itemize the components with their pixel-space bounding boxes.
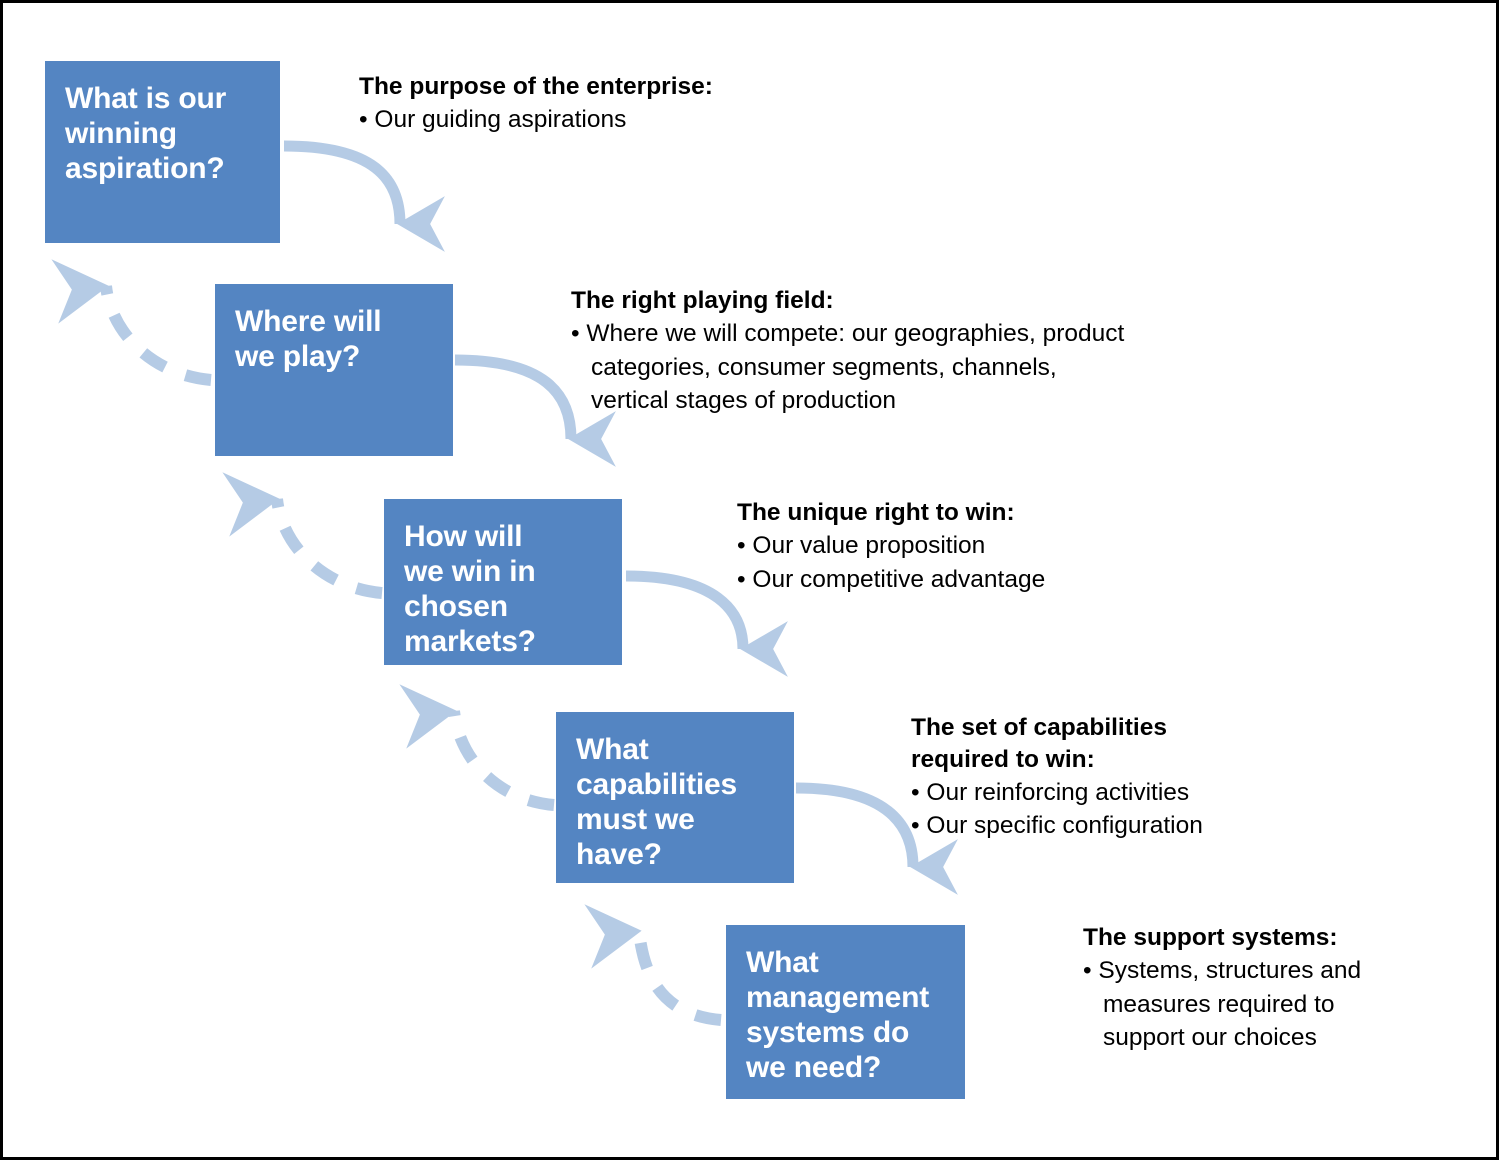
arrow-forward-play-to-win [454,354,616,467]
note-playing-field-bullet-1: Where we will compete: our geographies, … [571,317,1131,418]
note-capability-set-list: Our reinforcing activities Our specific … [911,776,1311,844]
box-where-to-play-label: Where will we play? [235,305,382,374]
arrow-feedback-win-to-play [222,472,383,599]
box-management-systems[interactable]: What management systems do we need? [726,925,965,1099]
note-purpose-list: Our guiding aspirations [359,103,879,137]
note-purpose-bullet-1: Our guiding aspirations [359,103,879,137]
arrow-feedback-play-to-aspiration [51,259,212,386]
note-capability-set-title: The set of capabilities required to win: [911,714,1167,773]
box-how-to-win[interactable]: How will we win in chosen markets? [384,499,622,665]
note-playing-field-title: The right playing field: [571,287,834,314]
note-support-systems: The support systems: Systems, structures… [1083,922,1423,1055]
note-purpose: The purpose of the enterprise: Our guidi… [359,71,879,137]
note-support-systems-list: Systems, structures and measures require… [1083,954,1423,1055]
note-right-to-win: The unique right to win: Our value propo… [737,497,1157,596]
box-management-systems-label: What management systems do we need? [746,946,930,1085]
box-capabilities-label: What capabilities must we have? [576,733,738,872]
note-support-systems-bullet-1: Systems, structures and measures require… [1083,954,1423,1055]
note-purpose-title: The purpose of the enterprise: [359,73,713,100]
arrow-forward-capabilities-to-systems [795,782,958,895]
note-capability-set-bullet-2: Our specific configuration [911,809,1311,843]
note-right-to-win-bullet-1: Our value proposition [737,529,1157,563]
box-winning-aspiration[interactable]: What is our winning aspiration? [45,61,280,243]
box-where-to-play[interactable]: Where will we play? [215,284,453,456]
note-playing-field-list: Where we will compete: our geographies, … [571,317,1131,418]
arrow-feedback-capabilities-to-win [399,684,555,811]
note-capability-set-bullet-1: Our reinforcing activities [911,776,1311,810]
box-winning-aspiration-label: What is our winning aspiration? [65,82,227,186]
arrow-forward-win-to-capabilities [625,570,788,677]
note-capability-set: The set of capabilities required to win:… [911,712,1311,843]
note-right-to-win-list: Our value proposition Our competitive ad… [737,529,1157,597]
note-support-systems-title: The support systems: [1083,924,1338,951]
arrow-forward-aspiration-to-play [283,140,445,252]
note-right-to-win-bullet-2: Our competitive advantage [737,563,1157,597]
note-right-to-win-title: The unique right to win: [737,499,1015,526]
arrow-feedback-systems-to-capabilities [584,904,722,1026]
note-playing-field: The right playing field: Where we will c… [571,285,1131,418]
box-capabilities[interactable]: What capabilities must we have? [556,712,794,883]
box-how-to-win-label: How will we win in chosen markets? [404,520,536,659]
